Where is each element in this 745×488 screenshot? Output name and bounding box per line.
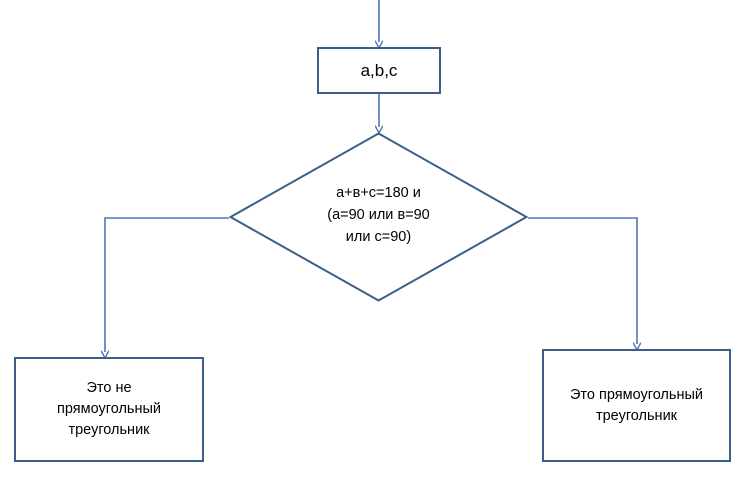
node-input-abc: a,b,c bbox=[317, 47, 441, 94]
node-result-not-right-triangle: Это не прямоугольный треугольник bbox=[14, 357, 204, 462]
node-decision-angle-check: а+в+с=180 и (а=90 или в=90 или с=90) bbox=[229, 132, 528, 302]
connector-decision-to-result-false bbox=[105, 217, 229, 352]
diamond-shape bbox=[229, 132, 528, 302]
node-decision-label: а+в+с=180 и (а=90 или в=90 или с=90) bbox=[327, 185, 430, 245]
node-result-false-label: Это не прямоугольный треугольник bbox=[57, 380, 161, 438]
connector-decision-to-result-true bbox=[528, 217, 637, 344]
node-result-true-label: Это прямоугольный треугольник bbox=[570, 386, 703, 424]
node-input-label: a,b,c bbox=[360, 60, 398, 80]
node-result-right-triangle: Это прямоугольный треугольник bbox=[542, 349, 731, 462]
